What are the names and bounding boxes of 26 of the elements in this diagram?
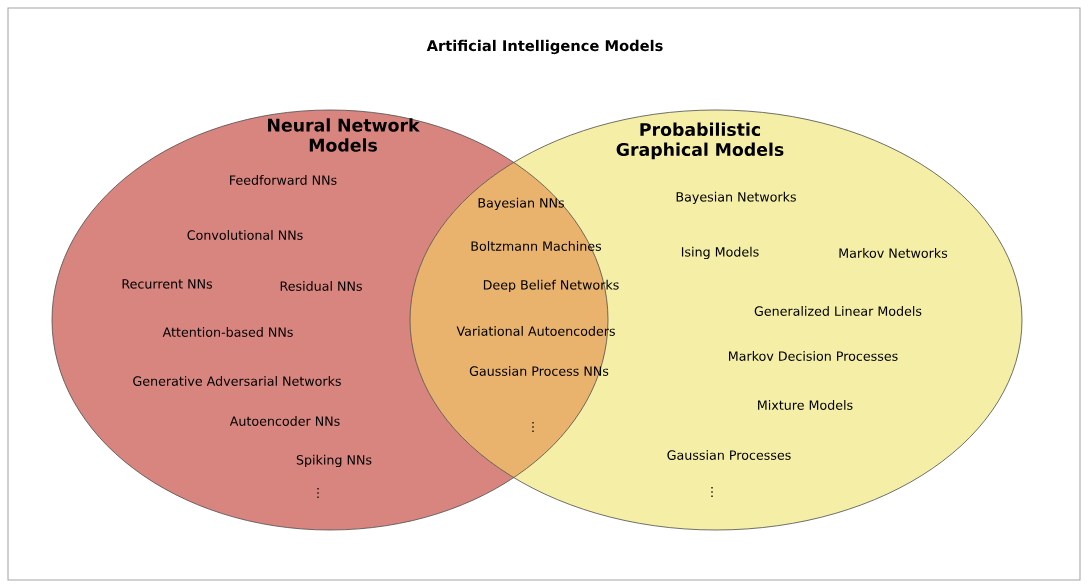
list-item: Spiking NNs [296, 454, 372, 468]
list-item: Deep Belief Networks [483, 279, 619, 293]
list-item: Variational Autoencoders [456, 326, 615, 336]
list-item: ⋮ [711, 486, 713, 498]
list-item: Mixture Models [758, 400, 853, 410]
list-item: Recurrent NNs [122, 279, 213, 289]
list-item: Markov Decision Processes [729, 351, 898, 361]
list-item: Bayesian NNs [478, 197, 564, 211]
list-item: Ising Models [681, 246, 759, 260]
title: Artificial Intelligence Models [426, 39, 663, 55]
list-item: Generative Adversarial Networks [133, 376, 341, 386]
list-item: Gaussian Process NNs [469, 366, 609, 376]
list-item: Bayesian Networks [676, 191, 796, 205]
set-heading: Probabilistic Graphical Models [616, 122, 784, 160]
list-item: Generalized Linear Models [754, 306, 922, 316]
list-item: ⋮ [317, 487, 319, 499]
list-item: ⋮ [532, 421, 534, 433]
list-item: Attention-based NNs [162, 327, 293, 337]
list-item: Gaussian Processes [667, 450, 791, 460]
list-item: Feedforward NNs [230, 175, 337, 185]
set-heading: Neural Network Models [268, 118, 420, 152]
list-item: Autoencoder NNs [229, 416, 340, 426]
list-item: Boltzmann Machines [471, 241, 602, 251]
list-item: Convolutional NNs [187, 230, 303, 240]
list-item: Markov Networks [839, 248, 948, 258]
list-item: Residual NNs [280, 281, 362, 291]
